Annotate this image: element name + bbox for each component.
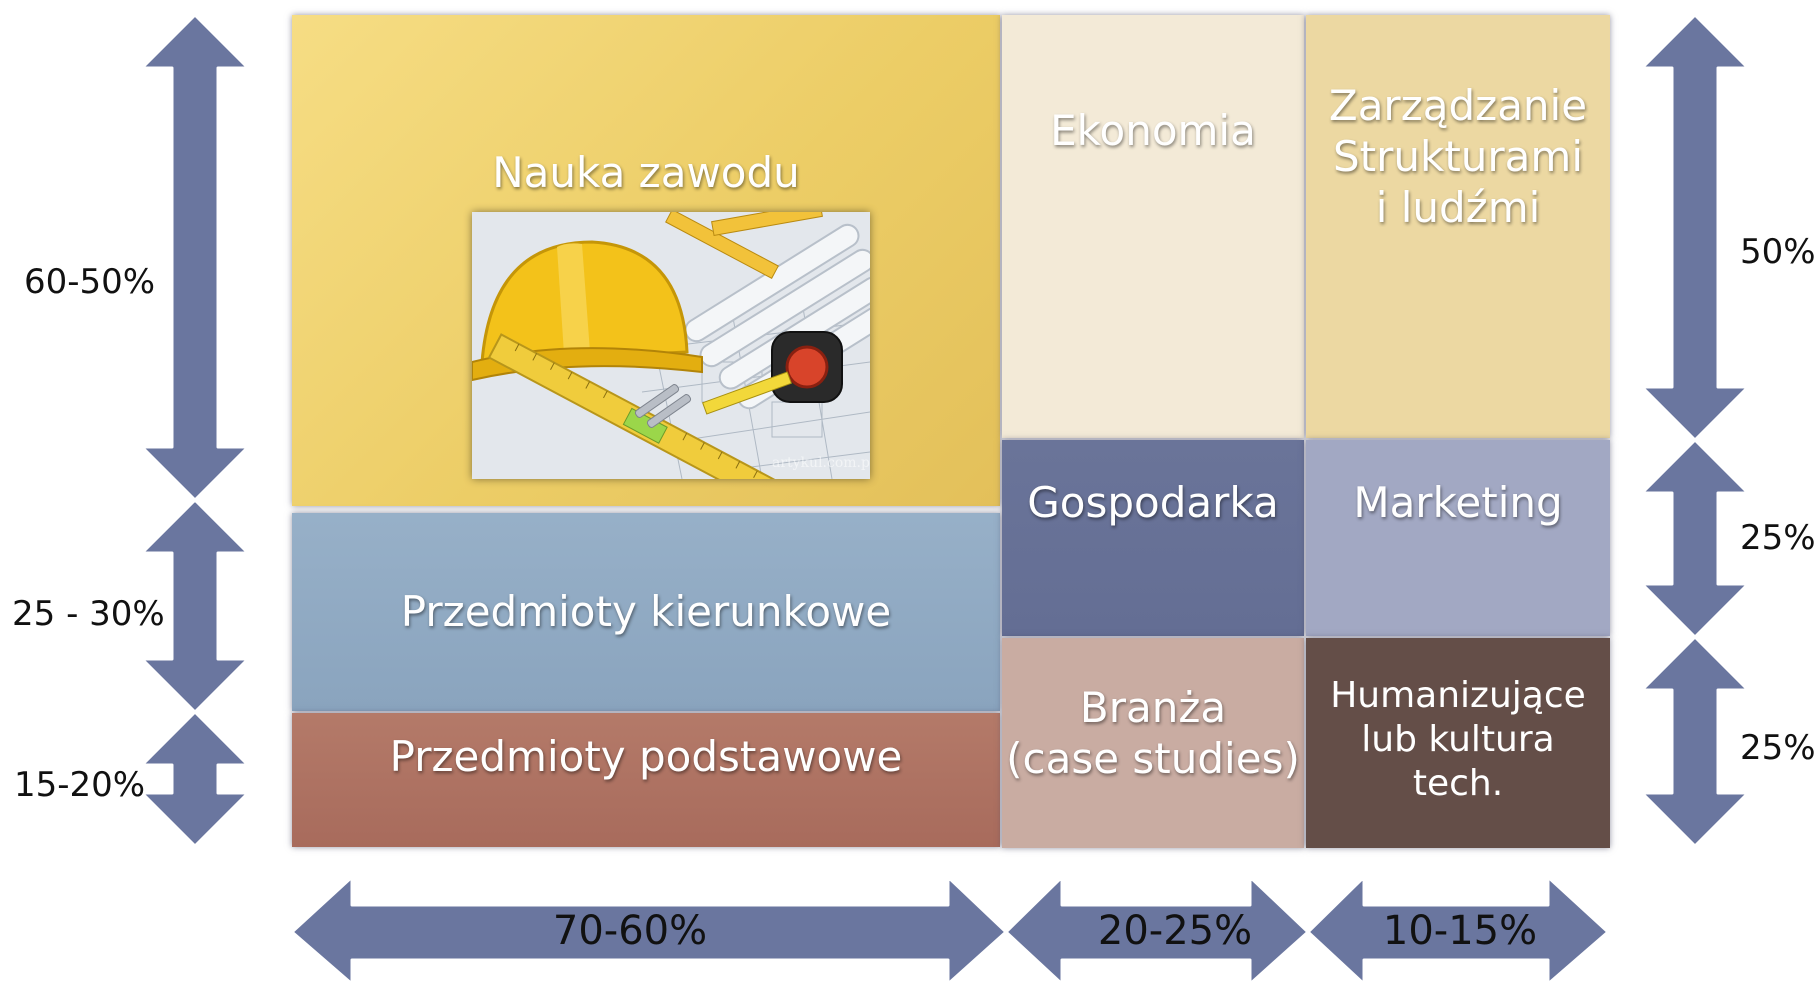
humanizujace-block: Humanizujące lub kultura tech. (1306, 638, 1610, 848)
przedmioty-podstawowe-label: Przedmioty podstawowe (389, 732, 903, 781)
construction-illustration: artykul.com.pl (472, 212, 870, 479)
right-bottom-double-arrow (1640, 635, 1750, 848)
gospodarka-block: Gospodarka (1002, 440, 1304, 636)
photo-watermark: artykul.com.pl (772, 455, 870, 471)
left-scale-top-label: 60-50% (24, 262, 156, 302)
right-middle-double-arrow (1640, 438, 1750, 639)
bottom-right-double-arrow (1306, 875, 1610, 984)
nauka-zawodu-label: Nauka zawodu (492, 148, 800, 197)
bottom-scale-left-label: 70-60% (552, 908, 708, 954)
left-scale-bottom-label: 15-20% (14, 765, 146, 805)
left-scale-middle-label: 25 - 30% (12, 594, 165, 634)
tape-measure-icon (702, 331, 843, 415)
right-scale-middle-label: 25% (1740, 518, 1816, 558)
ekonomia-block: Ekonomia (1002, 15, 1304, 438)
right-scale-top-label: 50% (1740, 232, 1816, 272)
marketing-block: Marketing (1306, 440, 1610, 636)
left-top-double-arrow (140, 13, 250, 502)
right-top-double-arrow (1640, 13, 1750, 442)
zarzadzanie-label: Zarządzanie Strukturami i ludźmi (1328, 80, 1588, 233)
przedmioty-kierunkowe-label: Przedmioty kierunkowe (400, 587, 892, 637)
humanizujace-label: Humanizujące lub kultura tech. (1330, 675, 1586, 804)
construction-photo: artykul.com.pl (472, 212, 870, 479)
branza-block: Branża (case studies) (1002, 638, 1304, 848)
branza-label: Branża (case studies) (1006, 682, 1300, 783)
bottom-scale-middle-label: 20-25% (1097, 908, 1253, 954)
left-bottom-double-arrow (140, 710, 250, 848)
right-scale-bottom-label: 25% (1740, 728, 1816, 768)
marketing-label: Marketing (1353, 478, 1563, 528)
ekonomia-label: Ekonomia (1050, 105, 1256, 155)
bottom-scale-right-label: 10-15% (1382, 908, 1538, 954)
zarzadzanie-block: Zarządzanie Strukturami i ludźmi (1306, 15, 1610, 438)
przedmioty-podstawowe-block: Przedmioty podstawowe (292, 713, 1000, 847)
przedmioty-kierunkowe-block: Przedmioty kierunkowe (292, 513, 1000, 711)
gospodarka-label: Gospodarka (1027, 478, 1279, 528)
